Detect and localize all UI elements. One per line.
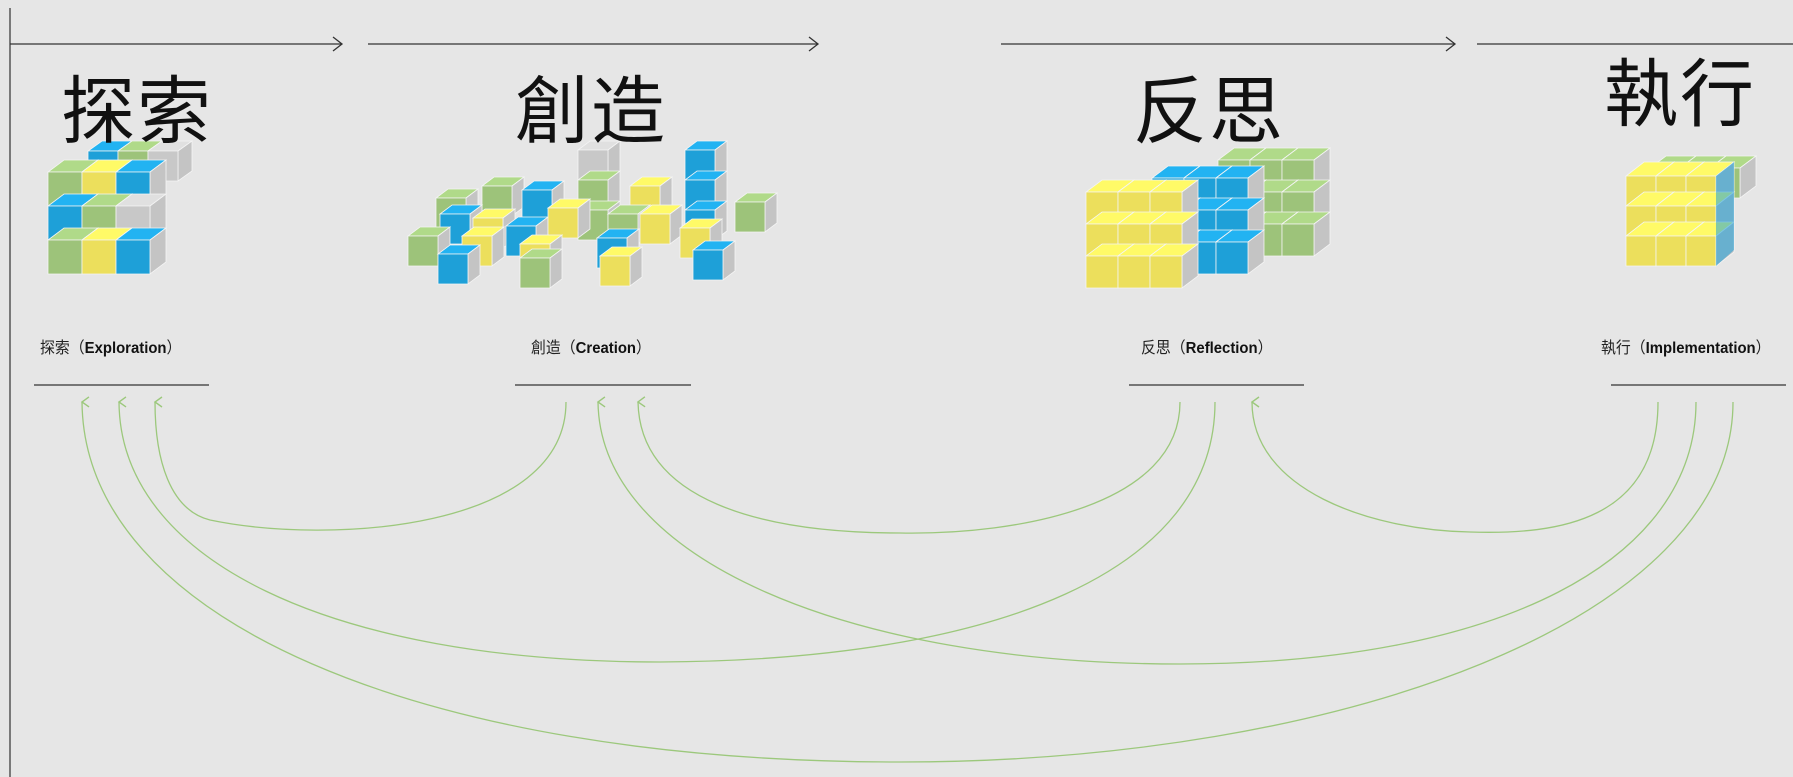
flow-arrow-reflection-to-implementation (1001, 36, 1457, 52)
arrow-right-icon (332, 36, 344, 52)
loop-implementation-to-exploration (80, 396, 1734, 763)
stage-label-reflection: 反思（Reflection） (1141, 334, 1272, 358)
loop-implementation-to-reflection (1250, 396, 1659, 533)
loop-implementation-to-creation (596, 396, 1697, 665)
stage-label-implementation: 執行（Implementation） (1601, 334, 1771, 358)
flow-arrow-creation-to-reflection (368, 36, 820, 52)
paren-close: ） (1755, 340, 1771, 357)
feedback-loops (80, 396, 1734, 763)
paren-open: （ (1170, 340, 1186, 357)
reflection-cube-cluster (1084, 147, 1332, 289)
stage-title-reflection: 反思 (1133, 69, 1285, 155)
loop-reflection-to-creation (636, 396, 1181, 534)
arrow-right-icon (1445, 36, 1457, 52)
loop-creation-to-exploration (153, 396, 567, 531)
stage-label-zh: 創造 (531, 340, 561, 357)
stage-label-creation: 創造（Creation） (531, 334, 651, 358)
stage-title-creation: 創造 (515, 69, 667, 155)
stage-label-en: Implementation (1645, 340, 1756, 357)
stage-title-exploration: 探索 (61, 69, 213, 155)
stage-label-en: Reflection (1185, 340, 1258, 357)
loop-reflection-to-exploration (117, 396, 1216, 663)
arrow-right-icon (808, 36, 820, 52)
paren-open: （ (1630, 340, 1646, 357)
stage-label-zh: 執行 (1601, 340, 1631, 357)
stage-label-en: Exploration (84, 340, 167, 357)
stage-title-implementation: 執行 (1604, 52, 1756, 138)
paren-close: ） (166, 340, 182, 357)
flow-arrow-exploration-to-creation (10, 36, 344, 52)
implementation-cube-cluster (1624, 155, 1758, 267)
creation-cube-cluster (406, 140, 779, 289)
paren-close: ） (636, 340, 651, 357)
stage-label-zh: 探索 (40, 340, 70, 357)
stage-label-zh: 反思 (1141, 340, 1171, 357)
paren-open: （ (560, 340, 576, 357)
exploration-cube-cluster (46, 140, 194, 275)
paren-close: ） (1257, 340, 1273, 357)
stage-label-exploration: 探索（Exploration） (40, 334, 181, 358)
paren-open: （ (69, 340, 85, 357)
stage-label-en: Creation (575, 340, 637, 357)
